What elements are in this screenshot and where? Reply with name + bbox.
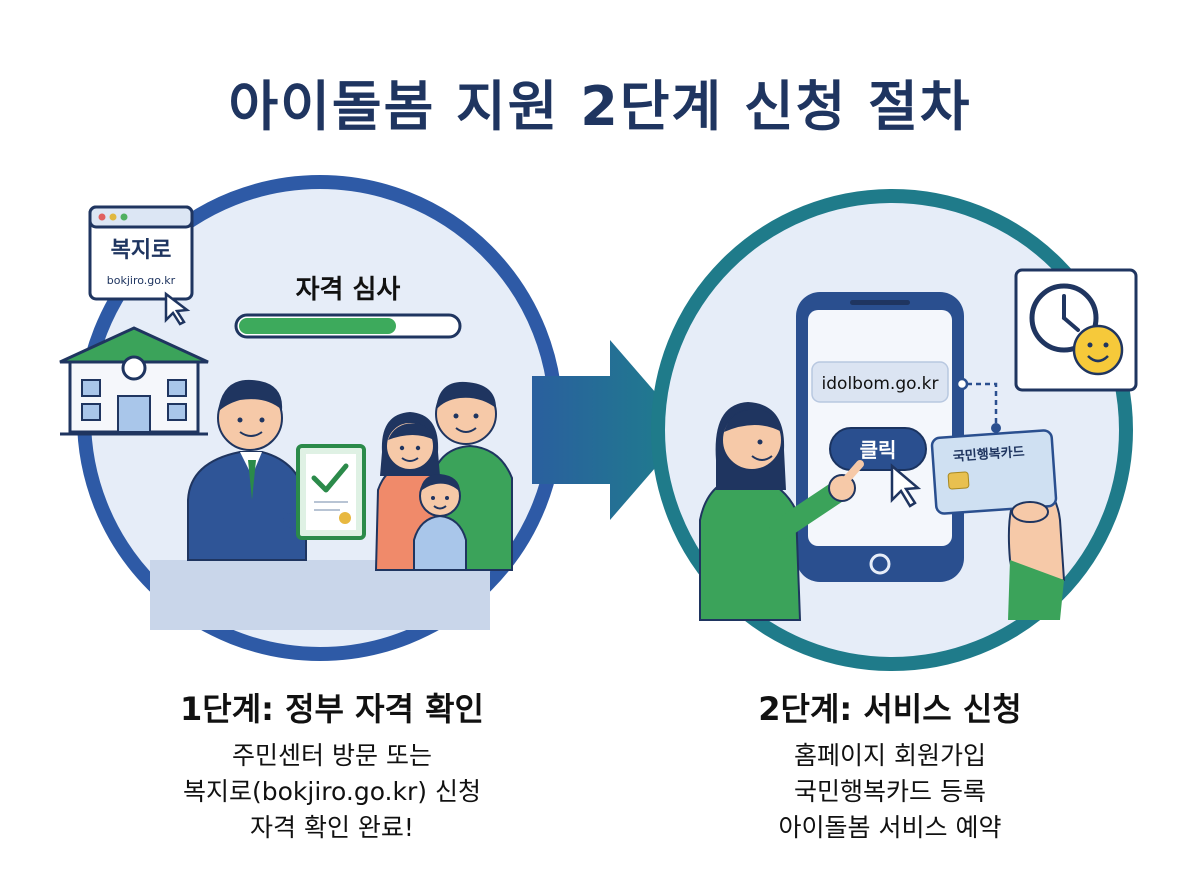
progress-bar-fill <box>239 318 396 334</box>
step1-line: 주민센터 방문 또는 <box>232 741 432 770</box>
home-button-icon <box>869 553 891 575</box>
step2-caption: 2단계: 서비스 신청 홈페이지 회원가입 국민행복카드 등록 아이돌봄 서비스… <box>660 684 1120 846</box>
card-chip-icon <box>947 471 970 490</box>
step1-caption: 1단계: 정부 자격 확인 주민센터 방문 또는 복지로(bokjiro.go.… <box>102 684 562 846</box>
step1-line: 자격 확인 완료! <box>250 813 414 842</box>
url-field <box>811 361 949 403</box>
window-dot-icon <box>98 213 106 221</box>
happy-card: 국민행복카드 <box>930 429 1066 620</box>
step2-heading: 2단계: 서비스 신청 <box>758 690 1022 728</box>
step2-scene: idolbom.go.kr 클릭 국민행복카드 <box>651 189 1138 671</box>
page-title: 아이돌봄 지원 2단계 신청 절차 <box>228 75 972 138</box>
clock-smiley-icon <box>1014 268 1138 392</box>
step1-scene: 복지로 bokjiro.go.kr 자격 심사 <box>59 175 563 661</box>
bokjiro-browser-window: 복지로 bokjiro.go.kr <box>88 205 194 326</box>
cursor-icon <box>164 291 191 326</box>
step-arrow-icon <box>532 340 688 520</box>
step2-line: 홈페이지 회원가입 <box>794 741 986 770</box>
url-text: idolbom.go.kr <box>822 374 939 394</box>
woman-figure <box>699 402 864 621</box>
certificate-icon <box>296 444 366 540</box>
step1-heading: 1단계: 정부 자격 확인 <box>179 690 484 728</box>
browser-title: 복지로 <box>111 238 172 263</box>
browser-url: bokjiro.go.kr <box>107 274 176 287</box>
step2-line: 국민행복카드 등록 <box>794 777 986 806</box>
window-dot-icon <box>120 213 128 221</box>
family-figures <box>374 381 513 571</box>
card-label: 국민행복카드 <box>952 444 1025 465</box>
step2-line: 아이돌봄 서비스 예약 <box>778 813 1002 842</box>
step1-desk <box>150 560 490 630</box>
cursor-icon <box>890 463 922 508</box>
step1-line: 복지로(bokjiro.go.kr) 신청 <box>183 777 481 806</box>
window-dot-icon <box>109 213 117 221</box>
click-button[interactable] <box>829 427 927 471</box>
click-button-label: 클릭 <box>860 438 897 462</box>
government-building-icon <box>59 326 209 436</box>
progress-label: 자격 심사 <box>296 275 401 305</box>
